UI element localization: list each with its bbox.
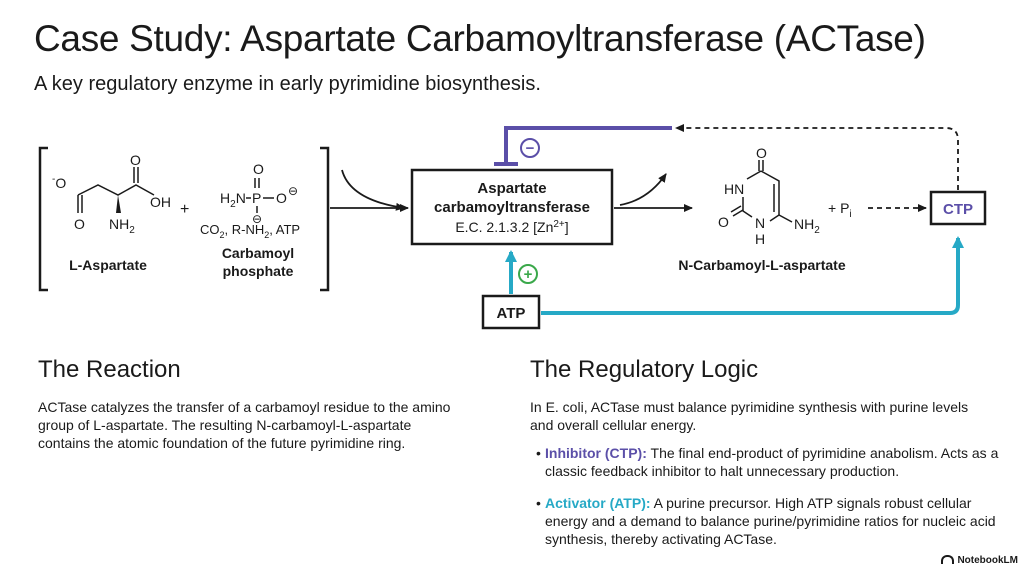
product-h: H [755, 231, 765, 247]
enzyme-name-line1: Aspartate [477, 180, 546, 197]
right-bracket [320, 146, 330, 292]
cp-o-right-charge: ⊖ [288, 184, 298, 198]
page-title: Case Study: Aspartate Carbamoyltransfera… [34, 18, 926, 59]
enzyme-name-line2: carbamoyltransferase [434, 199, 590, 216]
carbamoyl-phosphate-structure: O H2N P O ⊖ ⊖ [220, 161, 298, 226]
activator-bullet-label: Activator (ATP): [545, 495, 651, 511]
atp-to-ctp-line [541, 236, 964, 315]
product-n: N [755, 215, 765, 231]
brand-text: NotebookLM [957, 555, 1018, 566]
cp-o-right: O [276, 190, 287, 206]
cp-p: P [252, 190, 261, 206]
left-bracket [38, 146, 48, 292]
aspartate-o-bottom: O [74, 216, 85, 232]
inhibitor-bullet: •Inhibitor (CTP): The final end-product … [536, 444, 1015, 480]
reaction-diagram: -O O O OH NH2 L-Aspartate + O H2N P O ⊖ … [38, 124, 987, 330]
cp-sources: CO2, R-NH2, ATP [200, 222, 300, 240]
aspartate-structure: -O O O OH NH2 [52, 152, 171, 236]
bullet-dot: • [536, 445, 541, 461]
product-structure: O HN O N H NH2 [718, 145, 820, 247]
aspartate-oh: OH [150, 194, 171, 210]
reaction-heading: The Reaction [38, 356, 181, 383]
carbamoyl-phosphate-label-1: Carbamoyl [222, 245, 294, 261]
aspartate-label: L-Aspartate [69, 257, 147, 273]
ctp-feedback-dashed-line [675, 124, 959, 190]
cp-o-top: O [253, 161, 264, 177]
activator-sign-circle [518, 264, 538, 284]
activator-sign: + [524, 266, 533, 283]
activator-bullet-text: A purine precursor. High ATP signals rob… [545, 495, 996, 547]
aspartate-o-top: O [130, 152, 141, 168]
cp-h2n: H2N [220, 190, 246, 210]
enzyme-ec: E.C. 2.1.3.2 [Zn2+] [455, 219, 568, 235]
atp-box [481, 294, 541, 330]
logic-intro: In E. coli, ACTase must balance pyrimidi… [530, 399, 969, 433]
product-o-left: O [718, 214, 729, 230]
product-o-top: O [756, 145, 767, 161]
carbamoyl-phosphate-label-2: phosphate [223, 263, 294, 279]
product-nh2: NH2 [794, 216, 820, 236]
inhibitor-sign: − [526, 140, 535, 157]
logic-heading: The Regulatory Logic [530, 356, 759, 383]
product-curved-arrow [619, 173, 667, 206]
aspartate-o-minus: -O [52, 174, 66, 191]
aspartate-nh2: NH2 [109, 216, 135, 236]
inhibitor-bullet-label: Inhibitor (CTP): [545, 445, 647, 461]
atp-label: ATP [497, 305, 526, 322]
product-label: N-Carbamoyl-L-aspartate [678, 257, 845, 273]
page-subtitle: A key regulatory enzyme in early pyrimid… [34, 73, 541, 95]
substrate-plus: + [180, 201, 189, 218]
inhibitor-sign-circle [520, 138, 540, 158]
ctp-box [929, 190, 987, 226]
ctp-label: CTP [943, 201, 973, 218]
brand-logo: NotebookLM [941, 555, 1018, 566]
substrate-curved-arrow [341, 169, 405, 211]
enzyme-box [410, 168, 614, 246]
activator-bullet: •Activator (ATP): A purine precursor. Hi… [536, 494, 1015, 548]
notebooklm-icon [941, 555, 955, 564]
bullet-dot: • [536, 495, 541, 511]
inhibition-line [504, 126, 672, 162]
cp-o-bottom-charge: ⊖ [252, 212, 262, 226]
product-hn: HN [724, 181, 744, 197]
inhibitor-bullet-text: The final end-product of pyrimidine anab… [545, 445, 999, 479]
reaction-text: ACTase catalyzes the transfer of a carba… [38, 399, 451, 451]
phosphate-product: + Pi [828, 200, 852, 220]
